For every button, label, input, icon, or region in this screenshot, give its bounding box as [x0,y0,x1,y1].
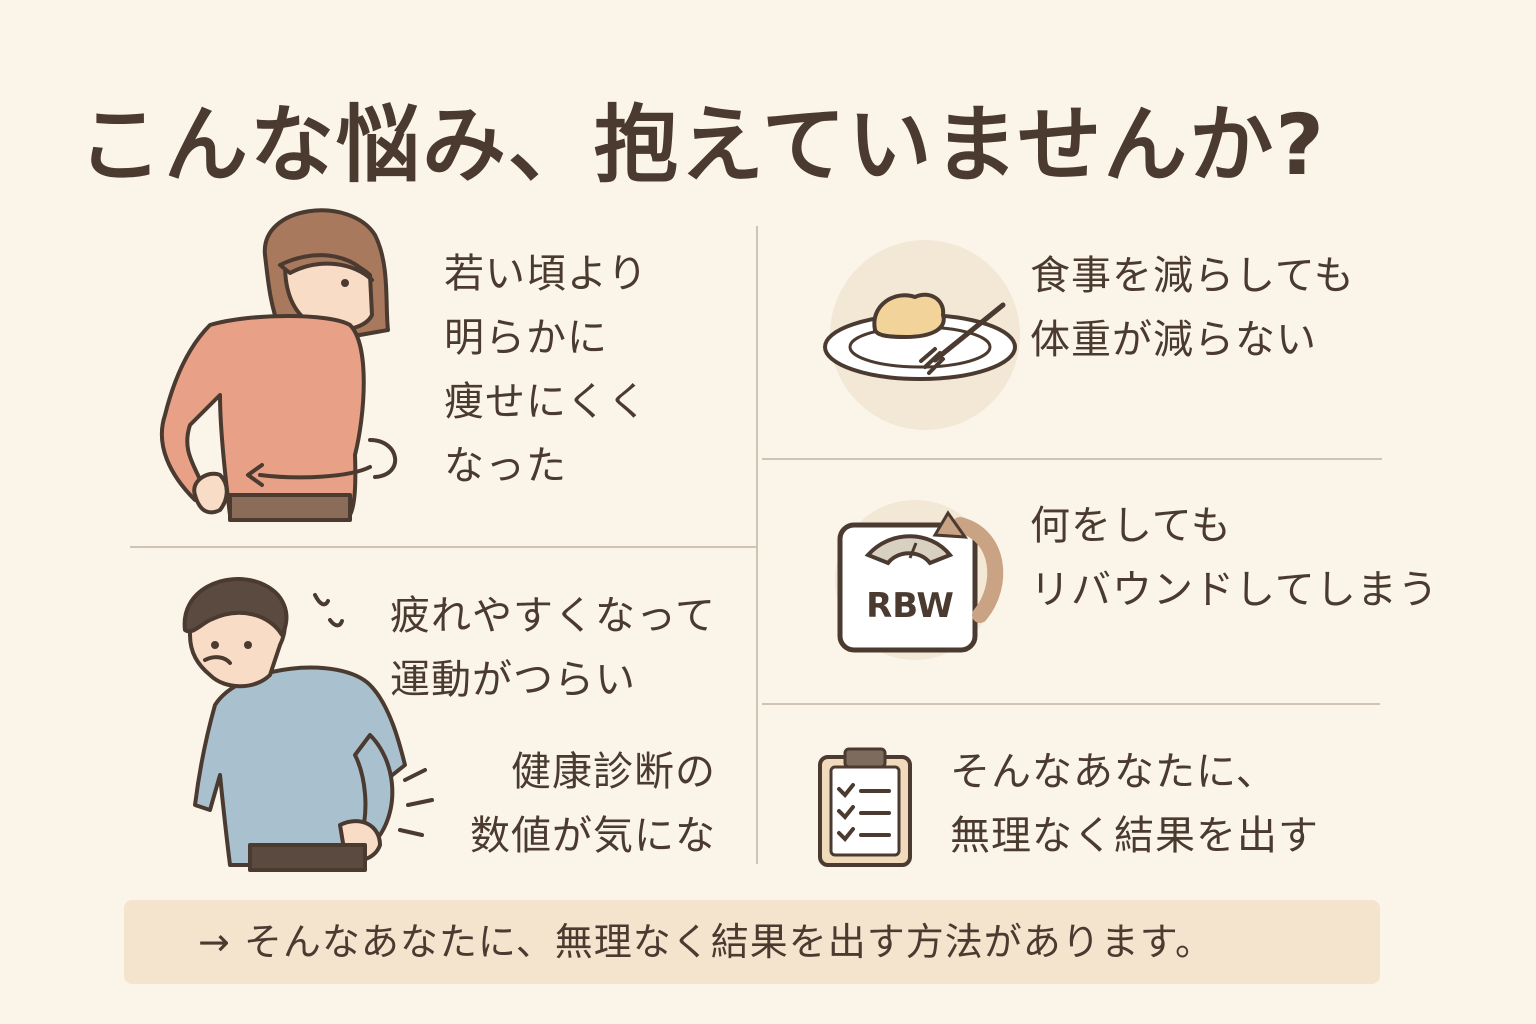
woman-waist-icon [159,208,397,522]
banner-text: → そんなあなたに、無理なく結果を出す方法があります。 [198,920,1214,964]
divider-right-2 [762,703,1380,705]
divider-left [130,546,756,548]
plate-fork-icon [823,240,1020,430]
scale-rebound-icon: RBW [835,500,1004,660]
concern-health: 健康診断の 数値が気にな [470,749,716,859]
divider-vertical [756,226,758,864]
solution-text: そんなあなたに、 無理なく結果を出す [950,749,1319,859]
concern-tired: 疲れやすくなって 運動がつらい [390,593,716,703]
concern-rebound: 何をしても リバウンドしてしまう [1030,503,1439,613]
bottom-banner: → そんなあなたに、無理なく結果を出す方法があります。 [124,900,1380,984]
concern-diet: 食事を減らしても 体重が減らない [1030,253,1355,363]
concern-younger: 若い頃より 明らかに 痩せにくく なった [444,251,649,489]
scale-label: RBW [866,586,954,626]
clipboard-checklist-icon [818,747,912,867]
tired-man-icon [182,577,434,872]
divider-right-1 [762,458,1382,460]
page-title: こんな悩み、抱えていませんか? [78,96,1327,194]
